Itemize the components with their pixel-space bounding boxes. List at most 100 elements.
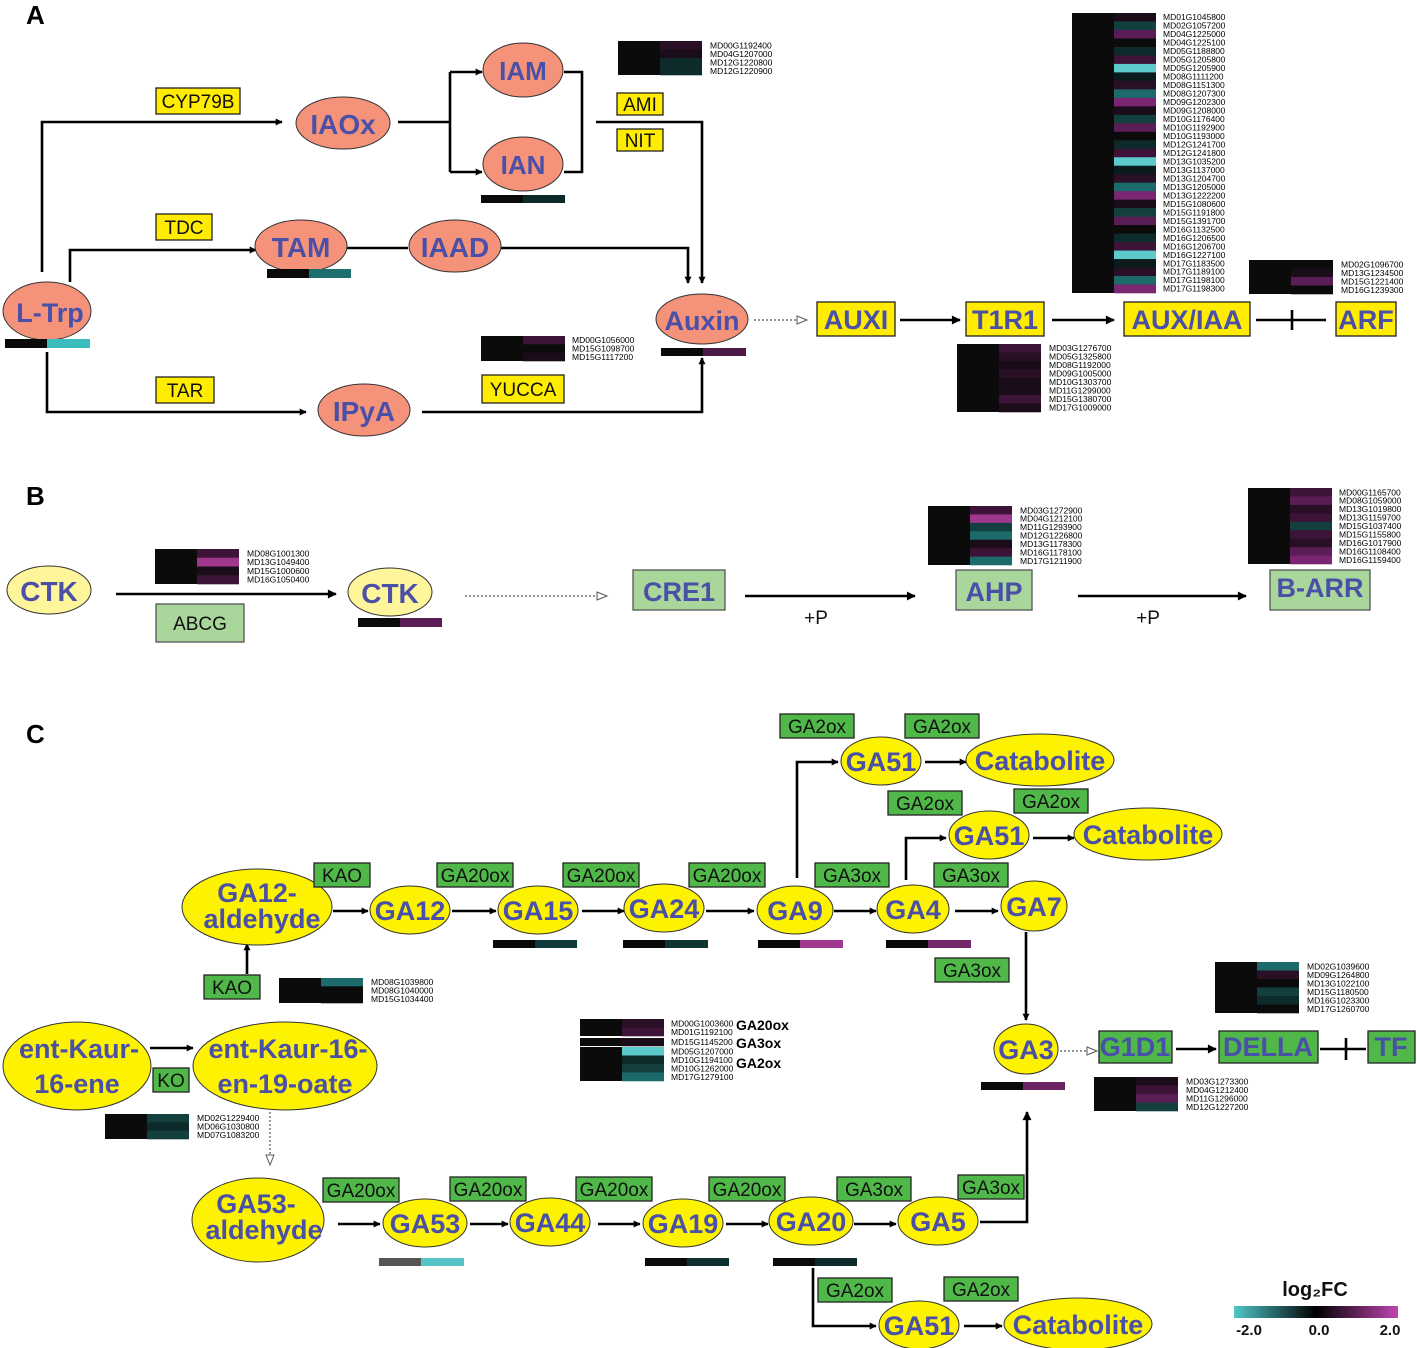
- heatmap-cell: [1114, 123, 1156, 133]
- heatmap-gene-id: MD16G1108400: [1339, 546, 1401, 556]
- heatmap-cell: [1114, 250, 1156, 260]
- expression-strip-ga19: [645, 1258, 729, 1266]
- node-tf: TF: [1367, 1030, 1416, 1064]
- heatmap-cell: [999, 386, 1041, 396]
- enzyme-ga2ox-2: GA2ox: [904, 713, 980, 739]
- heatmap-cell: [1114, 72, 1156, 82]
- svg-text:IPyA: IPyA: [333, 396, 395, 427]
- heatmap-gene-id: MD13G1204700: [1163, 173, 1226, 183]
- heatmap-gene-id: MD08G1192000: [1049, 360, 1111, 370]
- heatmap-cell: [321, 986, 363, 995]
- svg-text:GA3ox: GA3ox: [942, 866, 1001, 887]
- panel-b-arrows: [116, 589, 1247, 601]
- heatmap-gene-id: MD09G1202300: [1163, 97, 1226, 107]
- svg-text:GA20ox: GA20ox: [327, 1181, 396, 1202]
- heatmap-gene-id: MD15G1000600: [247, 566, 310, 576]
- node-catabolite-middle: Catabolite: [1073, 807, 1223, 861]
- heatmap-gene-id: MD03G1273300: [1186, 1076, 1249, 1086]
- heatmap-gene-id: MD12G1220800: [710, 57, 773, 67]
- heatmap-cell: [1114, 131, 1156, 141]
- node-ga3: GA3: [993, 1023, 1059, 1075]
- heatmap-gene-id: MD17G1009000: [1049, 403, 1112, 413]
- heatmap-gene-id: MD08G1039800: [371, 977, 434, 987]
- heatmap-gene-id: MD09G1208000: [1163, 106, 1226, 116]
- heatmap-cell: [1291, 285, 1333, 295]
- node-ga5: GA5: [897, 1196, 979, 1246]
- heatmap-gene-id: MD15G1145200: [671, 1037, 733, 1047]
- enzyme-kao-lower: KAO: [203, 974, 261, 1000]
- svg-text:Catabolite: Catabolite: [1013, 1310, 1144, 1340]
- heatmap-cell: [1114, 140, 1156, 150]
- node-ga19: GA19: [642, 1198, 724, 1248]
- node-ian: IAN: [482, 136, 564, 192]
- heatmap-gene-id: MD12G1241800: [1163, 148, 1226, 158]
- enzyme-yucca: YUCCA: [481, 374, 565, 404]
- color-legend: log₂FC -2.0 0.0 2.0: [1234, 1279, 1400, 1339]
- heatmap-gene-id: MD05G1205800: [1163, 55, 1226, 65]
- heatmap-gene-id: MD10G1193000: [1163, 131, 1225, 141]
- heatmap-cell: [1257, 996, 1299, 1005]
- node-ga51-bottom: GA51: [878, 1300, 960, 1348]
- heatmap-cell: [970, 531, 1012, 541]
- heatmap-gene-id: MD13G1159700: [1339, 513, 1401, 523]
- svg-text:aldehyde: aldehyde: [203, 904, 320, 934]
- svg-text:IAM: IAM: [499, 56, 547, 86]
- svg-text:GA20ox: GA20ox: [441, 866, 510, 887]
- heatmap-cell: [321, 994, 363, 1004]
- enzyme-ga20ox-3: GA20ox: [688, 862, 766, 888]
- heatmap-cell: [970, 514, 1012, 524]
- heatmap-gene-id: MD16G1206700: [1163, 241, 1226, 251]
- enzyme-tar: TAR: [155, 376, 215, 404]
- expression-strip-tam: [267, 269, 351, 278]
- panel-label-b: B: [26, 481, 45, 511]
- heatmap-cell: [523, 352, 565, 362]
- enzyme-ga20ox-6: GA20ox: [575, 1176, 653, 1202]
- expression-strip-l-trp: [5, 339, 90, 348]
- heatmap-cell: [197, 566, 239, 576]
- svg-text:YUCCA: YUCCA: [490, 380, 557, 401]
- expression-strip-ga20: [773, 1258, 857, 1266]
- heatmap-gene-id: MD16G1023300: [1307, 995, 1370, 1005]
- heatmap-b-arr: MD00G1165700MD08G1059000MD13G1019800MD13…: [1248, 487, 1402, 565]
- heatmap-cell: [1114, 55, 1156, 65]
- heatmap-cell: [1114, 13, 1156, 22]
- heatmap-gene-id: MD10G1262000: [671, 1063, 734, 1073]
- enzyme-ga20ox-7: GA20ox: [708, 1176, 786, 1202]
- heatmap-gene-id: MD10G1192900: [1163, 122, 1225, 132]
- heatmap-cell: [1114, 284, 1156, 294]
- heatmap-cell: [622, 1019, 664, 1028]
- heatmap-gene-id: MD02G1039600: [1307, 961, 1370, 971]
- heatmap-cell: [622, 1047, 664, 1056]
- heatmap-abcg: MD08G1001300MD13G1049400MD15G1000600MD16…: [155, 548, 310, 585]
- heatmap-gene-id: MD16G1132500: [1163, 224, 1225, 234]
- heatmap-cell: [999, 369, 1041, 379]
- expression-strip-ga24: [623, 940, 708, 948]
- legend-max: 2.0: [1380, 1322, 1401, 1339]
- heatmap-iam: MD00G1192400MD04G1207000MD12G1220800MD12…: [618, 40, 773, 76]
- heatmap-gene-id: MD11G1293900: [1020, 522, 1082, 532]
- heatmap-gene-id: MD11G1299000: [1049, 386, 1111, 396]
- enzyme-ga3ox-1: GA3ox: [814, 862, 890, 888]
- enzyme-ga2ox-6: GA2ox: [943, 1276, 1019, 1302]
- node-ga15: GA15: [497, 885, 579, 935]
- heatmap-gene-id: MD08G1059000: [1339, 496, 1402, 506]
- heatmap-gene-id: MD15G1391700: [1163, 216, 1226, 226]
- heatmap-cell: [321, 978, 363, 987]
- heatmap-gene-id: MD15G1037400: [1339, 521, 1402, 531]
- heatmap-cell: [1114, 114, 1156, 124]
- svg-text:AUXI: AUXI: [824, 305, 889, 335]
- heatmap-cell: [1114, 89, 1156, 99]
- heatmap-gene-id: MD09G1005000: [1049, 369, 1112, 379]
- heatmap-cell: [999, 395, 1041, 404]
- heatmap-cell: [1114, 148, 1156, 158]
- heatmap-cell: [1290, 530, 1332, 539]
- heatmap-gene-id: MD17G1260700: [1307, 1004, 1370, 1014]
- node-della: DELLA: [1218, 1030, 1319, 1064]
- node-ahp: AHP: [955, 569, 1033, 611]
- svg-text:GA20ox: GA20ox: [580, 1180, 649, 1201]
- node-ent-kaurenoic-acid: ent-Kaur-16- en-19-oate: [192, 1021, 378, 1111]
- svg-text:NIT: NIT: [625, 131, 656, 152]
- heatmap-gene-id: MD03G1276700: [1049, 343, 1112, 353]
- heatmap-ga2ox: MD05G1207000MD10G1194100MD10G1262000MD17…: [580, 1046, 734, 1082]
- expression-strip-ga9: [758, 940, 843, 948]
